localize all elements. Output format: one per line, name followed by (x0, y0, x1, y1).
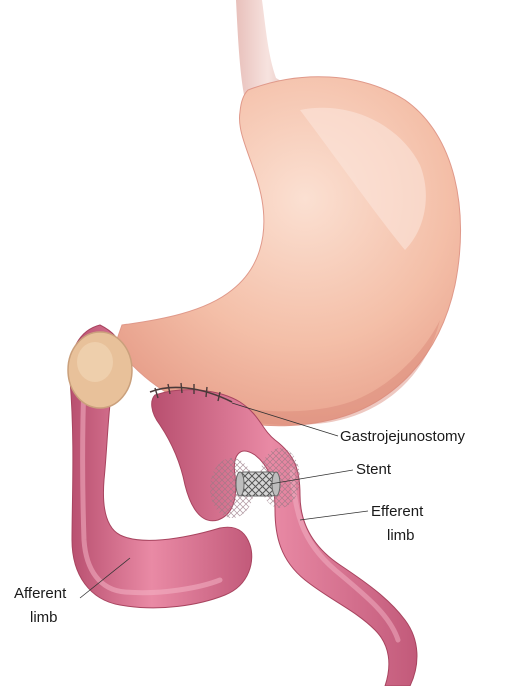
leader-efferent (300, 511, 368, 520)
label-afferent-line2: limb (30, 609, 58, 626)
label-afferent-line1: Afferent (14, 585, 67, 602)
afferent-stump (68, 332, 132, 408)
stent (236, 472, 280, 496)
label-gastrojejunostomy: Gastrojejunostomy (340, 428, 466, 445)
label-efferent-line2: limb (387, 527, 415, 544)
label-stent: Stent (356, 461, 392, 478)
stomach (115, 77, 461, 426)
label-efferent-line1: Efferent (371, 503, 424, 520)
